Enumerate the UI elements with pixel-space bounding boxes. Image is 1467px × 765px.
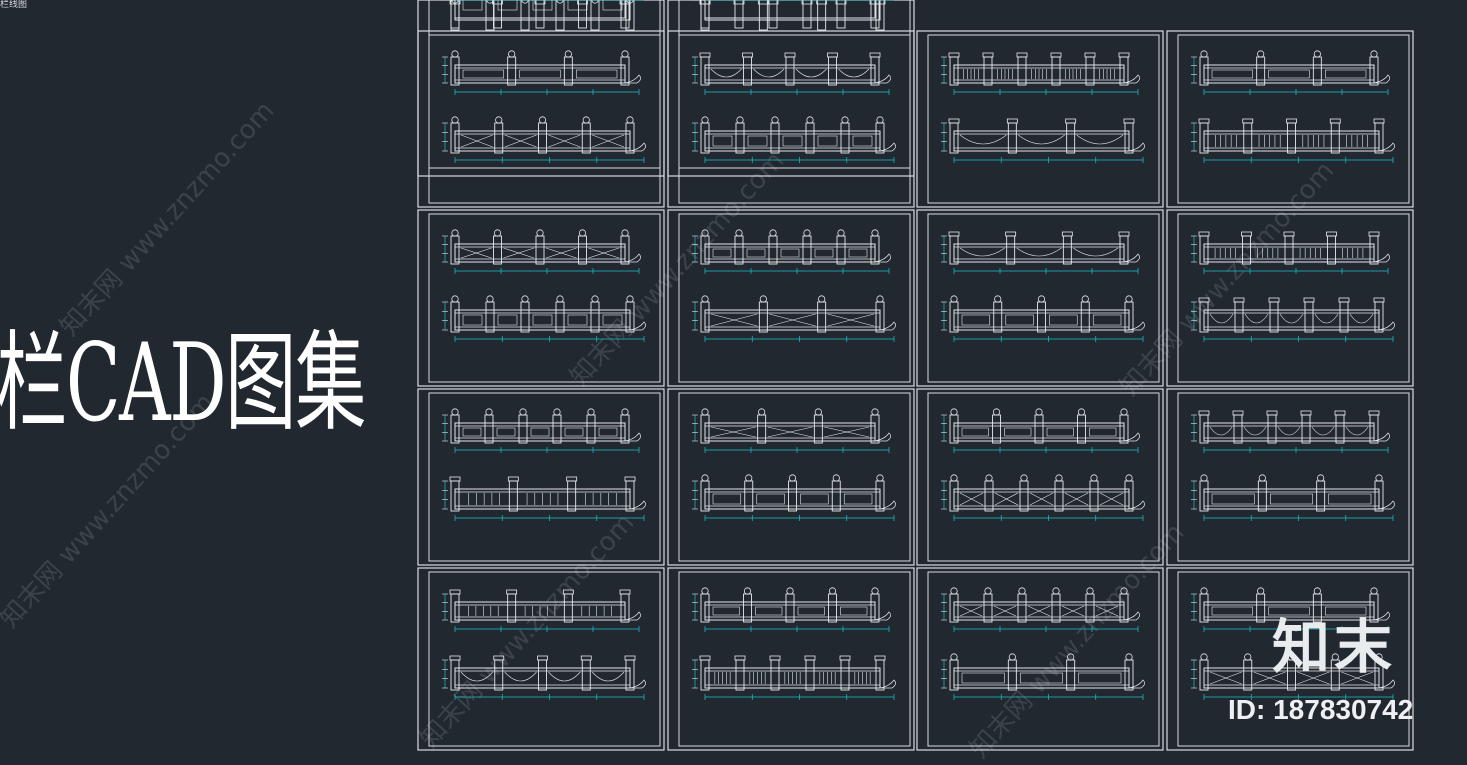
drawing-sheet (667, 567, 915, 751)
drawing-sheet (1166, 30, 1414, 208)
drawing-sheet (1166, 388, 1414, 566)
drawing-sheet (916, 567, 1164, 751)
drawing-sheet (916, 209, 1164, 387)
asset-id: ID: 187830742 (1228, 694, 1414, 725)
drawing-sheet (668, 0, 915, 177)
drawing-sheet (667, 209, 915, 387)
drawing-sheet (667, 388, 915, 566)
brand-logo: 知末 (1272, 613, 1397, 681)
drawing-sheet (417, 388, 665, 566)
drawing-sheet (916, 30, 1164, 208)
drawing-sheet (418, 0, 665, 177)
drawing-sheet (1166, 567, 1414, 751)
corner-label: 栏线图 (0, 0, 28, 10)
drawing-sheet (417, 567, 665, 751)
drawing-sheet (417, 209, 665, 387)
page-title: 栏CAD图集 (0, 321, 366, 446)
drawing-sheet (1166, 209, 1414, 387)
drawing-sheet (667, 30, 915, 208)
drawing-sheet (417, 30, 665, 208)
drawing-sheet (916, 388, 1164, 566)
